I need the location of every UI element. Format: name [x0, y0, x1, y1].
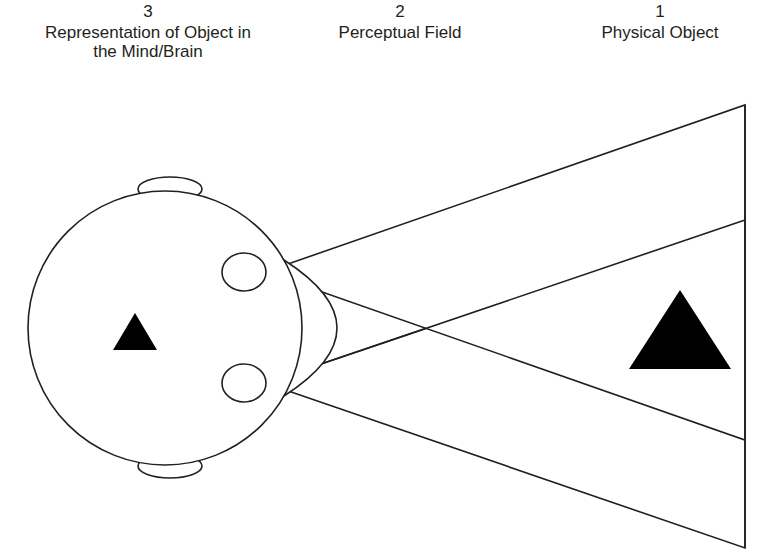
- callout-number: 3: [118, 2, 178, 21]
- object-plane: [744, 105, 746, 548]
- mental-representation-triangle: [113, 313, 157, 350]
- stage-label: Physical Object: [570, 23, 750, 42]
- eye: [222, 253, 266, 291]
- stage-label: Representation of Object in the Mind/Bra…: [44, 23, 252, 61]
- eye: [222, 364, 266, 402]
- stage-label: Perceptual Field: [300, 23, 500, 42]
- physical-object-triangle: [629, 290, 731, 369]
- callout-number: 2: [370, 2, 430, 21]
- upper-view-cone: [265, 105, 745, 440]
- cone-edge: [265, 220, 745, 383]
- head-circle: [28, 191, 302, 465]
- callout-number: 1: [630, 2, 690, 21]
